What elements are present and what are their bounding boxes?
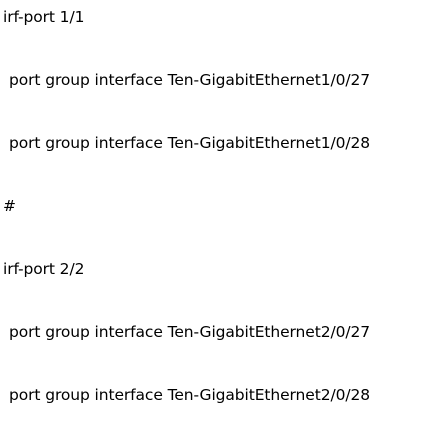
port-group-line-3: port group interface Ten-GigabitEthernet… [9,323,370,341]
port-group-line-1: port group interface Ten-GigabitEthernet… [9,71,370,89]
port-group-line-4: port group interface Ten-GigabitEthernet… [9,386,370,404]
irf-port-header-2: irf-port 2/2 [3,260,85,278]
section-separator: # [3,197,16,215]
port-group-line-2: port group interface Ten-GigabitEthernet… [9,134,370,152]
irf-port-header-1: irf-port 1/1 [3,8,85,26]
